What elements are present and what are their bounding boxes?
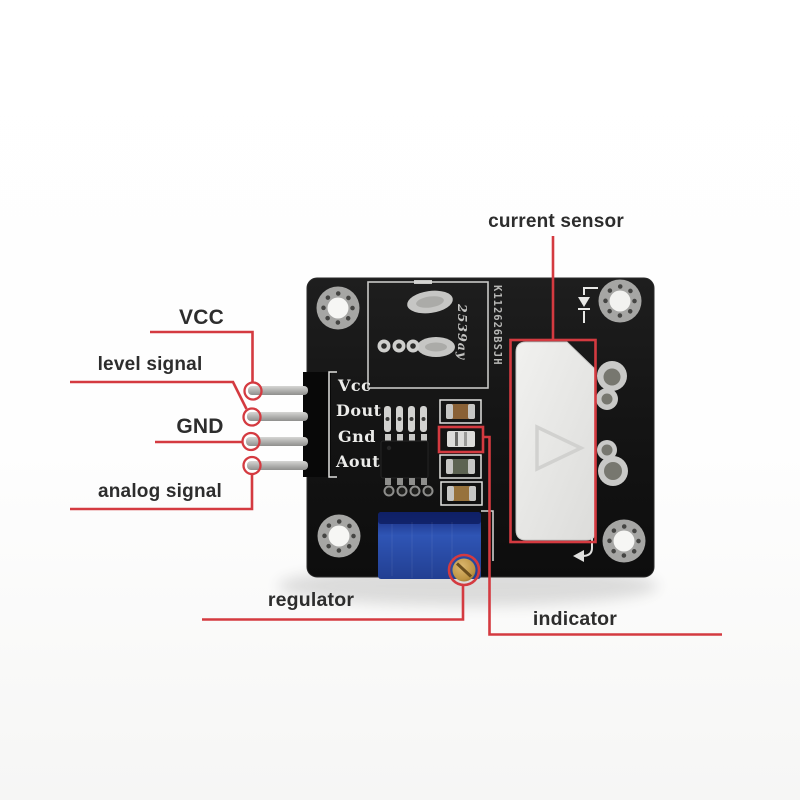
current-sensor-component: [515, 341, 597, 541]
highlight-box-led: [437, 425, 485, 454]
sensor-triangle-emboss: [535, 424, 586, 472]
highlight-ring-pin-aout: [242, 455, 262, 476]
mounting-hole-bottom-right: [602, 519, 646, 563]
silkscreen-label-vcc: Vcc: [338, 376, 372, 395]
pin-gnd: [246, 437, 308, 446]
top-pad-area: [367, 280, 489, 389]
board-side-marking: K112626BSJH: [491, 285, 503, 366]
leader-vcc: [150, 330, 254, 382]
terminal-pad-bottom: [597, 440, 628, 486]
via-pads: [383, 485, 434, 497]
label-regulator: regulator: [267, 589, 355, 611]
regulator-potentiometer: [378, 510, 494, 582]
current-direction-arrow-bottom-icon: [573, 538, 593, 562]
label-analog-signal: analog signal: [97, 481, 222, 502]
highlight-ring-pin-dout: [242, 407, 262, 427]
highlight-ring-screw: [447, 553, 481, 587]
mounting-hole-top-right: [598, 279, 642, 323]
smd-resistor-middle: [439, 454, 482, 479]
mounting-holes: [316, 279, 646, 563]
label-vcc: VCC: [179, 306, 224, 329]
header-silkscreen-bracket: [328, 371, 337, 478]
solder-pad-oval-top: [407, 290, 453, 314]
silkscreen-label-aout: Aout: [336, 452, 381, 471]
leader-indicator: [483, 435, 722, 636]
small-pads: [377, 339, 420, 353]
label-current-sensor: current sensor: [488, 211, 624, 232]
label-gnd: GND: [176, 415, 224, 438]
silkscreen-label-dout: Dout: [336, 401, 382, 420]
label-indicator: indicator: [532, 608, 618, 630]
leader-level-signal: [70, 380, 248, 410]
indicator-led: [447, 431, 475, 447]
highlight-ring-pin-vcc: [243, 381, 263, 401]
annotation-lines: [70, 236, 722, 636]
resistor-pads: [384, 406, 427, 432]
current-direction-arrow-top-icon: [578, 287, 598, 323]
smd-components: [439, 399, 483, 506]
label-level-signal: level signal: [97, 354, 203, 375]
terminal-pad-top: [596, 361, 627, 410]
solder-pad-oval-bottom: [417, 337, 455, 357]
mounting-hole-bottom-left: [317, 514, 361, 558]
pin-dout: [247, 412, 308, 421]
op-amp-chip: [380, 434, 429, 485]
smd-resistor-bottom: [440, 481, 483, 506]
mounting-hole-top-left: [316, 286, 360, 330]
smd-capacitor-top: [439, 399, 482, 424]
terminal-pads: [596, 361, 628, 486]
board-date-marking: 2539ay: [455, 304, 470, 361]
adjustment-screw: [452, 558, 476, 582]
highlight-box-current-sensor: [509, 338, 597, 544]
leader-analog-signal: [70, 474, 254, 511]
silkscreen-label-gnd: Gnd: [338, 427, 376, 446]
pin-vcc: [248, 386, 308, 395]
highlight-ring-pin-gnd: [241, 431, 261, 452]
leader-regulator: [202, 585, 465, 621]
pin-aout: [247, 461, 308, 470]
pin-header: [246, 371, 337, 478]
